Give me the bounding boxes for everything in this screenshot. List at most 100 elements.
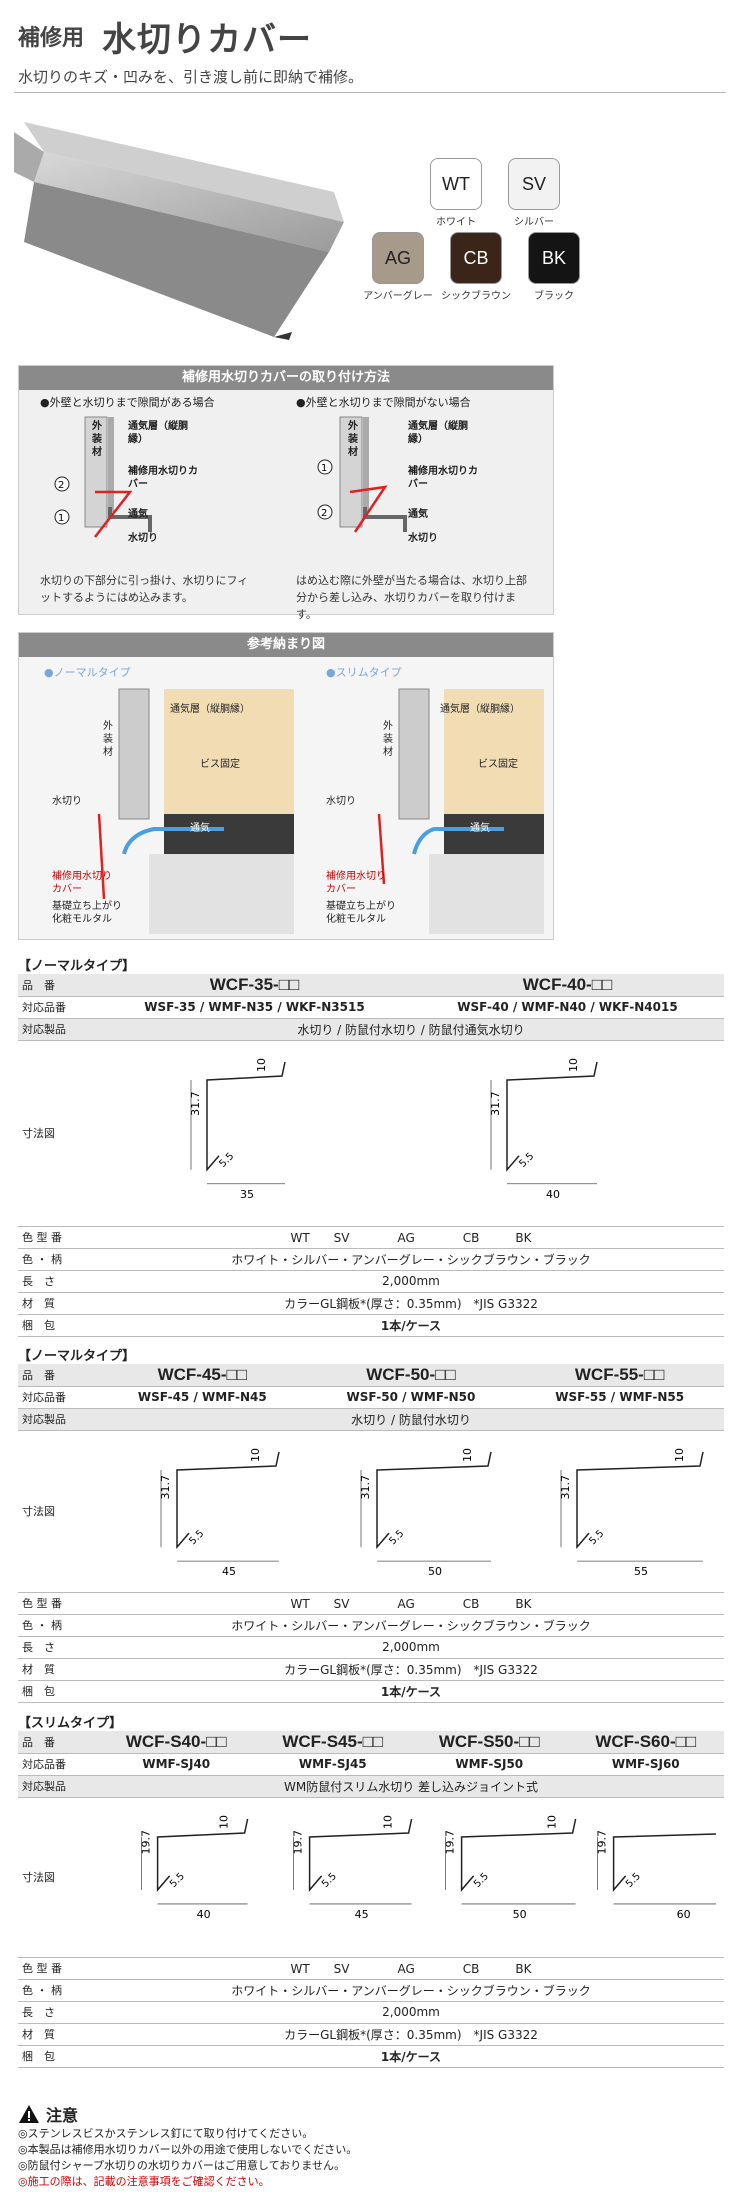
color-swatch-label: シルバー — [514, 217, 554, 228]
t1-h-pattern: 色 ・ 柄 — [18, 1248, 98, 1271]
t2-mat: カラーGL鋼板*(厚さ：0.35mm) *JIS G3322 — [98, 1658, 724, 1681]
ref-vent-n: 通気層（縦胴縁） — [170, 704, 250, 715]
dim-height: 31.7 — [489, 1091, 502, 1116]
t2-item-1: WCF-50-□□ — [306, 1364, 516, 1387]
t1-colorcodes: WT SV AG CB BK — [98, 1226, 724, 1249]
t3-h-len: 長 さ — [18, 2001, 98, 2024]
t2-compat-0: WSF-45 / WMF-N45 — [98, 1386, 307, 1409]
t3-product: WM防鼠付スリム水切り 差し込みジョイント式 — [98, 1775, 724, 1798]
t3-colorcodes: WT SV AG CB BK — [98, 1957, 724, 1980]
dim-width: 55 — [634, 1565, 648, 1578]
t2-section: 【ノーマルタイプ】 — [18, 1349, 136, 1364]
t2-compat-2: WSF-55 / WMF-N55 — [515, 1386, 724, 1409]
ref-slim-head: ●スリムタイプ — [326, 666, 402, 679]
t3-item-2: WCF-S50-□□ — [411, 1731, 568, 1754]
t2-colorcodes: WT SV AG CB BK — [98, 1592, 724, 1615]
svg-text:2: 2 — [58, 480, 64, 491]
dim-return: 5.5 — [624, 1871, 643, 1890]
dim-height: 19.7 — [444, 1829, 457, 1854]
install-left-note: 水切りの下部分に引っ掛け、水切りにフィットするようにはめ込みます。 — [40, 574, 249, 604]
t1-item-0: WCF-35-□□ — [98, 974, 411, 997]
dim-height: 19.7 — [596, 1829, 609, 1853]
title-prefix: 補修用 — [18, 26, 85, 51]
t1-h-pack: 梱 包 — [18, 1314, 98, 1337]
t1-pack: 1本/ケース — [98, 1314, 724, 1337]
label-drip-l: 水切り — [128, 533, 158, 544]
dim-top: 10 — [673, 1448, 686, 1462]
t3-len: 2,000mm — [98, 2001, 724, 2024]
caution-line: ◎施工の際は、記載の注意事項をご確認ください。 — [18, 2175, 270, 2188]
dim-width: 40 — [546, 1187, 560, 1200]
t3-h-compat: 対応品番 — [18, 1753, 98, 1776]
t2-h-item: 品 番 — [18, 1364, 98, 1387]
t3-compat-2: WMF-SJ50 — [411, 1753, 568, 1776]
t1-h-color: 色 型 番 — [18, 1226, 98, 1249]
caution-line: ◎本製品は補修用水切りカバー以外の用途で使用しないでください。 — [18, 2143, 358, 2156]
install-right-head: ●外壁と水切りまで隙間がない場合 — [296, 396, 471, 409]
color-swatch-sv: SV — [508, 158, 560, 210]
t2-h-mat: 材 質 — [18, 1658, 98, 1681]
dim-width: 50 — [428, 1565, 442, 1578]
color-swatch-cb: CB — [450, 232, 502, 284]
t3-h-pack: 梱 包 — [18, 2045, 98, 2068]
caution-line: ◎ステンレスビスかステンレス釘にて取り付けてください。 — [18, 2127, 314, 2140]
t2-h-len: 長 さ — [18, 1636, 98, 1659]
color-swatch-ag: AG — [372, 232, 424, 284]
ref-diagram — [97, 688, 544, 934]
dim-top: 10 — [218, 1815, 231, 1829]
page-title: 水切りカバー — [102, 20, 312, 60]
t1-h-compat: 対応品番 — [18, 996, 98, 1019]
t2-h-compat: 対応品番 — [18, 1386, 98, 1409]
dim-height: 31.7 — [359, 1475, 372, 1500]
dim-top: 10 — [546, 1815, 559, 1829]
caution-list: ◎ステンレスビスかステンレス釘にて取り付けてください。 ◎本製品は補修用水切りカ… — [18, 2126, 357, 2190]
ref-vent-s: 通気層（縦胴縁） — [440, 704, 520, 715]
t3-item-0: WCF-S40-□□ — [98, 1731, 255, 1754]
t3-h-dim: 寸法図 — [18, 1797, 98, 1958]
subtitle: 水切りのキズ・凹みを、引き渡し前に即納で補修。 — [18, 68, 364, 86]
t3-h-product: 対応製品 — [18, 1775, 98, 1798]
svg-text:1: 1 — [321, 463, 327, 474]
ref-base-s: 基礎立ち上がり化粧モルタル — [326, 901, 396, 925]
label-air-r: 通気 — [408, 509, 428, 520]
t1-h-mat: 材 質 — [18, 1292, 98, 1315]
ref-title: 参考納まり図 — [19, 633, 553, 657]
product-photo — [14, 122, 344, 340]
t1-h-item: 品 番 — [18, 974, 98, 997]
t2-product: 水切り / 防鼠付水切り — [98, 1408, 724, 1431]
t3-compat-1: WMF-SJ45 — [254, 1753, 411, 1776]
t1-product: 水切り / 防鼠付水切り / 防鼠付通気水切り — [98, 1018, 724, 1041]
t1-section: 【ノーマルタイプ】 — [18, 959, 136, 974]
dim-return: 5.5 — [187, 1528, 206, 1547]
color-swatch-bk: BK — [528, 232, 580, 284]
t3-item-1: WCF-S45-□□ — [254, 1731, 411, 1754]
dim-top: 10 — [567, 1058, 580, 1072]
color-swatch-label: アンバーグレー — [363, 291, 433, 302]
ref-normal-head: ●ノーマルタイプ — [44, 666, 131, 679]
install-title: 補修用水切りカバーの取り付け方法 — [19, 366, 553, 390]
ref-screw-s: ビス固定 — [478, 759, 518, 770]
ref-screw-n: ビス固定 — [200, 759, 240, 770]
label-wall-l: 外装材 — [92, 421, 102, 458]
t1-h-dim: 寸法図 — [18, 1040, 98, 1227]
t2-len: 2,000mm — [98, 1636, 724, 1659]
dim-top: 10 — [382, 1815, 395, 1829]
dim-width: 50 — [513, 1907, 527, 1920]
divider — [14, 92, 726, 93]
dim-return: 5.5 — [168, 1871, 187, 1890]
dim-width: 60 — [677, 1907, 691, 1920]
install-left-head: ●外壁と水切りまで隙間がある場合 — [40, 396, 215, 409]
color-swatch-label: ブラック — [534, 291, 574, 302]
ref-air-s: 通気 — [470, 823, 490, 834]
ref-drip-s: 水切り — [326, 796, 356, 807]
t3-pattern: ホワイト・シルバー・アンバーグレー・シックブラウン・ブラック — [98, 1979, 724, 2002]
warning-icon — [19, 2105, 39, 2123]
ref-drip-n: 水切り — [52, 796, 82, 807]
dim-width: 45 — [222, 1565, 236, 1578]
